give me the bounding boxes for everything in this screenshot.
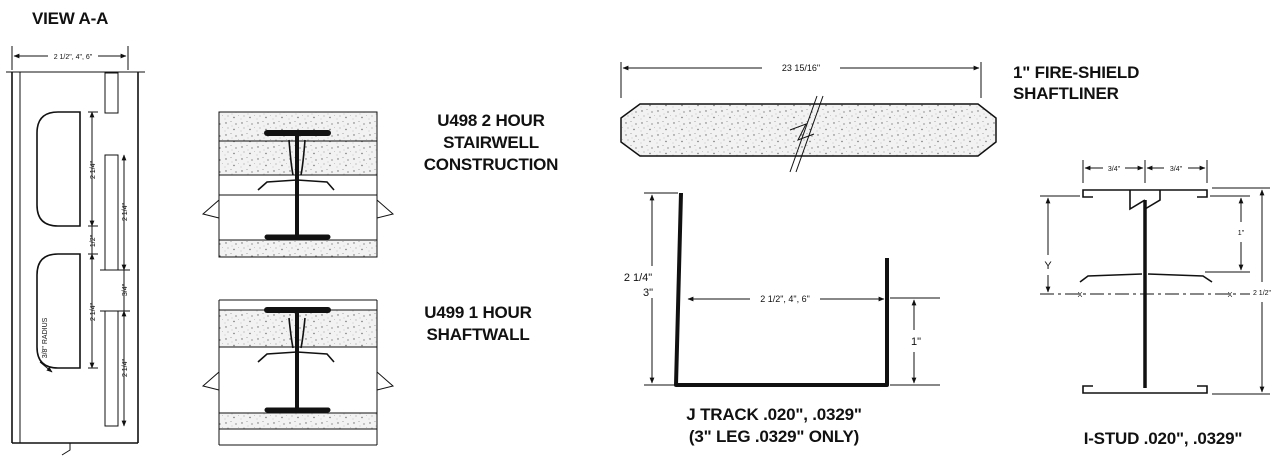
j-track-title-line1: J TRACK .020", .0329" [686,405,861,424]
i-stud-drawing: 3/4" 3/4" Y X X 1" 2 1/2" [1040,160,1272,395]
i-flange-left-label: 3/4" [1108,166,1121,173]
view-section-outline [6,71,145,456]
shaftliner-title-line2: SHAFTLINER [1013,84,1119,103]
view-aa: VIEW A-A 2 1/2", 4", 6" [6,9,145,456]
view-seg-a: 2 1/4" [90,160,97,179]
i-x-left-label: X [1078,292,1083,299]
view-aa-title: VIEW A-A [32,9,108,28]
j-width-label: 2 1/2", 4", 6" [760,294,810,304]
view-seg-c: 2 1/4" [90,302,97,321]
shaftliner-title-line1: 1" FIRE-SHIELD [1013,63,1139,82]
j-track-title-line2: (3" LEG .0329" ONLY) [689,427,859,446]
u498-title-line1: U498 2 HOUR [437,111,544,130]
view-radius-callout: 3/8" RADIUS [39,317,53,373]
j-height-b-label: 3" [643,287,653,299]
view-seg-g: 2 1/4" [122,358,129,377]
i-stud-title: I-STUD .020", .0329" [1084,429,1243,448]
u499-title-line1: U499 1 HOUR [424,303,531,322]
u498-assembly-drawing [201,111,395,258]
u499-title-line2: SHAFTWALL [426,325,529,344]
shaftliner-panel-drawing: 23 15/16" [620,62,997,173]
i-y-label: Y [1044,260,1052,272]
view-punchouts [36,72,119,427]
j-height-a-label: 2 1/4" [624,272,652,284]
view-seg-e: 3/4" [122,283,129,296]
u498-title-line2: STAIRWELL [443,133,539,152]
u498-title-line3: CONSTRUCTION [424,155,559,174]
view-vertical-dimensions: 2 1/4" 1/2" 2 1/4" 2 1/4" 3/4" 2 1/4" [88,111,130,427]
i-flange-right-label: 3/4" [1170,166,1183,173]
view-width-dimension: 2 1/2", 4", 6" [11,46,129,70]
view-seg-d: 2 1/4" [122,202,129,221]
j-track-drawing: 2 1/4" 3" 2 1/2", 4", 6" 1" [624,192,940,387]
view-width-label: 2 1/2", 4", 6" [54,54,93,61]
i-height-label: 2 1/2" [1253,290,1272,297]
view-radius-label: 3/8" RADIUS [42,317,49,358]
j-leg-label: 1" [911,336,921,348]
u499-assembly-drawing [201,299,395,446]
view-seg-b: 1/2" [90,234,97,247]
panel-width-label: 23 15/16" [782,63,820,73]
i-x-right-label: X [1228,292,1233,299]
i-upper-label: 1" [1238,230,1245,237]
